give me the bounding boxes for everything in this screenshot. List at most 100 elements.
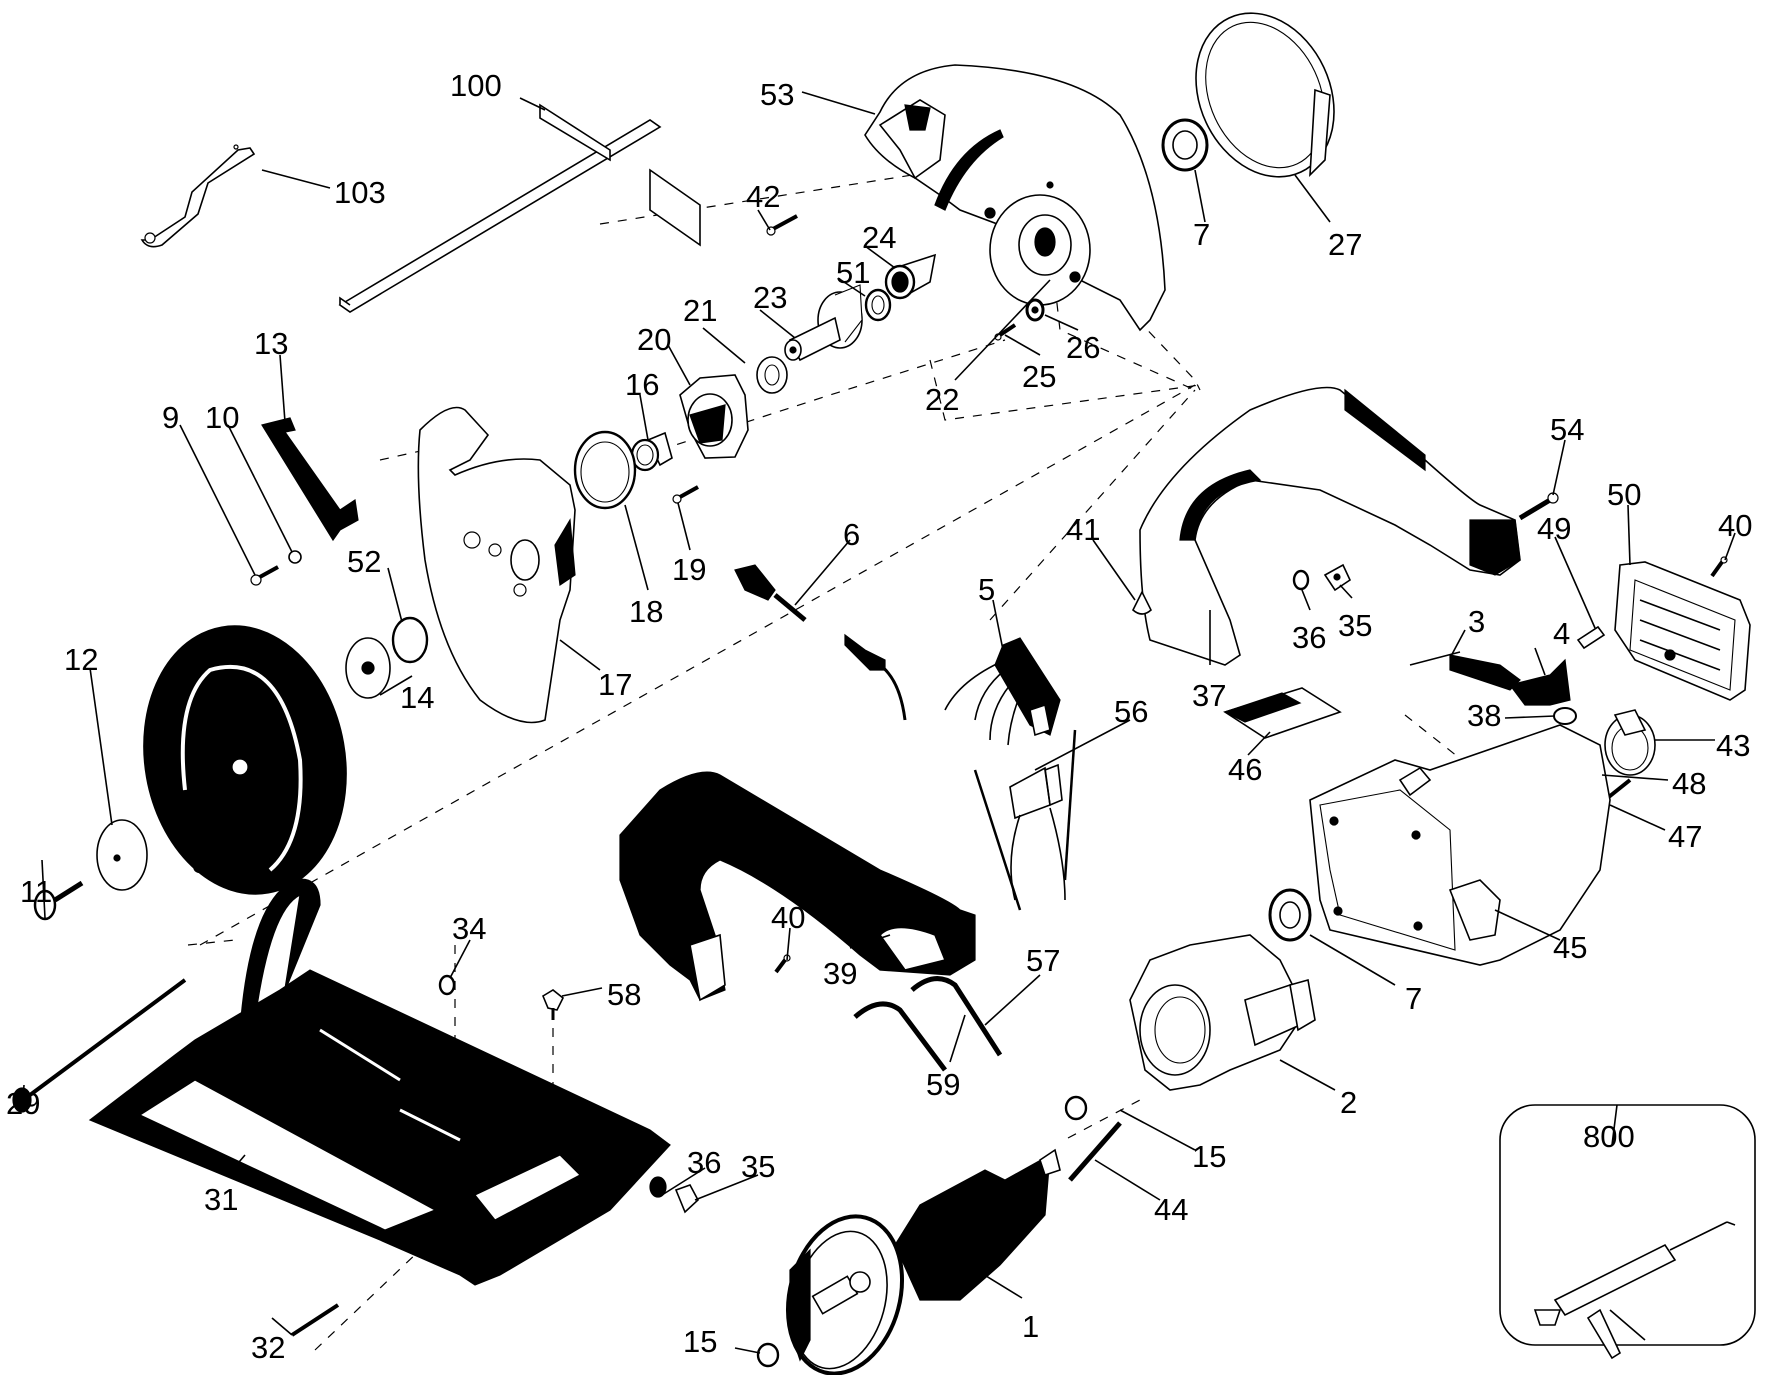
callout-9: 9 xyxy=(162,400,179,435)
callouts: 100 103 53 7 27 42 24 51 23 21 20 16 22 … xyxy=(6,68,1752,1365)
part-45-motor-housing[interactable] xyxy=(1309,724,1611,966)
part-44-screw[interactable] xyxy=(1068,1121,1122,1182)
part-5-switch[interactable] xyxy=(944,637,1061,746)
leader-47 xyxy=(1609,804,1666,831)
part-103-blade-wrench[interactable] xyxy=(140,144,256,248)
part-39-handle-half[interactable] xyxy=(619,771,976,1002)
part-35-wing-nut-bottom[interactable] xyxy=(674,1184,699,1214)
part-42-screw[interactable] xyxy=(766,214,798,236)
part-49-spring[interactable] xyxy=(1576,625,1606,650)
callout-35-top: 35 xyxy=(1338,608,1372,643)
part-6-cord-plug[interactable] xyxy=(734,564,907,721)
assembly-line-cord xyxy=(989,389,1196,621)
part-31-shoe[interactable] xyxy=(88,969,671,1286)
part-38-brush[interactable] xyxy=(1553,707,1577,725)
part-36-washer-top[interactable] xyxy=(1292,569,1310,591)
part-56-capacitor[interactable] xyxy=(973,729,1077,911)
part-43-brush-holder-clamp[interactable] xyxy=(1604,709,1656,776)
leader-7-mid xyxy=(1309,934,1396,986)
part-10-nut[interactable] xyxy=(288,550,302,564)
part-13-lever[interactable] xyxy=(261,417,359,542)
callout-3: 3 xyxy=(1468,604,1485,639)
part-3-brush-spring[interactable] xyxy=(1409,651,1521,691)
part-32-pin[interactable] xyxy=(290,1303,340,1337)
part-19-screw[interactable] xyxy=(672,485,699,504)
callout-39: 39 xyxy=(823,956,857,991)
part-24-needle-bearing[interactable] xyxy=(884,253,937,300)
callout-5: 5 xyxy=(978,572,995,607)
callout-59: 59 xyxy=(926,1067,960,1102)
callout-29: 29 xyxy=(6,1086,40,1121)
callout-15-bottom: 15 xyxy=(683,1324,717,1359)
part-14-inner-clamp-washer[interactable] xyxy=(345,637,391,699)
part-4-brush-holder[interactable] xyxy=(1508,658,1571,706)
callout-53: 53 xyxy=(760,77,794,112)
callout-20: 20 xyxy=(637,322,671,357)
leader-20 xyxy=(667,344,691,386)
part-15-bearing-retainer-bottom[interactable] xyxy=(756,1342,780,1368)
part-15-bearing-retainer-mid[interactable] xyxy=(1064,1095,1088,1121)
part-9-screw[interactable] xyxy=(250,565,279,586)
part-27-end-cover[interactable] xyxy=(1170,0,1360,200)
leader-16 xyxy=(639,394,649,441)
callout-17: 17 xyxy=(598,667,632,702)
leader-58 xyxy=(561,987,603,997)
part-18-guard-spring[interactable] xyxy=(573,430,637,510)
leader-56 xyxy=(1034,719,1131,771)
part-23-spindle-gear[interactable] xyxy=(784,284,863,362)
callout-40-top: 40 xyxy=(1718,508,1752,543)
leader-lines xyxy=(21,91,1736,1354)
part-12-outer-clamp-washer[interactable] xyxy=(96,819,148,891)
part-7-bearing-top[interactable] xyxy=(1161,118,1209,172)
callout-49: 49 xyxy=(1537,511,1571,546)
callout-11: 11 xyxy=(20,874,52,909)
leader-45 xyxy=(1494,909,1561,941)
part-7-bearing-mid[interactable] xyxy=(1268,888,1312,942)
callout-13: 13 xyxy=(254,326,288,361)
part-59-lead-wire[interactable] xyxy=(853,1001,947,1072)
part-41-wire-nut[interactable] xyxy=(1132,590,1152,615)
part-800-inset-box[interactable] xyxy=(1499,1104,1756,1360)
callout-7-mid: 7 xyxy=(1405,981,1422,1016)
callout-36-bottom: 36 xyxy=(687,1145,721,1180)
leader-46 xyxy=(1247,731,1271,756)
part-saw-blade[interactable] xyxy=(123,610,367,911)
part-36-washer-bottom[interactable] xyxy=(649,1176,667,1198)
callout-46: 46 xyxy=(1228,752,1262,787)
part-2-field[interactable] xyxy=(1129,934,1316,1091)
part-37-handle-half[interactable] xyxy=(1139,386,1521,666)
callout-16: 16 xyxy=(625,367,659,402)
leader-51 xyxy=(837,277,866,297)
part-100-wrench-bar[interactable] xyxy=(338,103,701,313)
callout-47: 47 xyxy=(1668,819,1702,854)
part-17-lower-blade-guard[interactable] xyxy=(417,406,576,724)
leader-17 xyxy=(559,639,601,671)
callout-14: 14 xyxy=(400,680,434,715)
assembly-line-pin xyxy=(314,1249,421,1351)
part-35-wing-nut-top[interactable] xyxy=(1323,563,1352,592)
part-46-nameplate[interactable] xyxy=(1223,687,1342,739)
part-52-retaining-ring[interactable] xyxy=(391,616,429,664)
part-1-armature[interactable] xyxy=(771,1148,1061,1375)
leader-100 xyxy=(519,97,546,111)
part-57-lead-wire[interactable] xyxy=(910,976,1003,1057)
callout-24: 24 xyxy=(862,220,896,255)
leader-3 xyxy=(1449,629,1466,659)
part-58-thumb-screw[interactable] xyxy=(541,989,565,1020)
part-51-washer[interactable] xyxy=(864,288,892,322)
part-21-washer[interactable] xyxy=(756,356,788,394)
part-20-bearing-plate[interactable] xyxy=(679,374,749,459)
leader-32 xyxy=(271,1317,293,1336)
assembly-line-field xyxy=(1067,1099,1141,1139)
leader-52 xyxy=(387,567,403,623)
part-26-bushing[interactable] xyxy=(1025,298,1045,322)
callout-40-mid: 40 xyxy=(771,900,805,935)
leader-34 xyxy=(449,939,471,979)
part-53-upper-blade-guard[interactable] xyxy=(864,64,1166,332)
part-34-screw[interactable] xyxy=(438,974,456,996)
leader-24 xyxy=(864,245,896,269)
part-50-end-cap[interactable] xyxy=(1614,561,1751,701)
callout-22: 22 xyxy=(925,382,959,417)
part-16-needle-bearing[interactable] xyxy=(630,431,673,472)
leader-11 xyxy=(41,859,46,919)
